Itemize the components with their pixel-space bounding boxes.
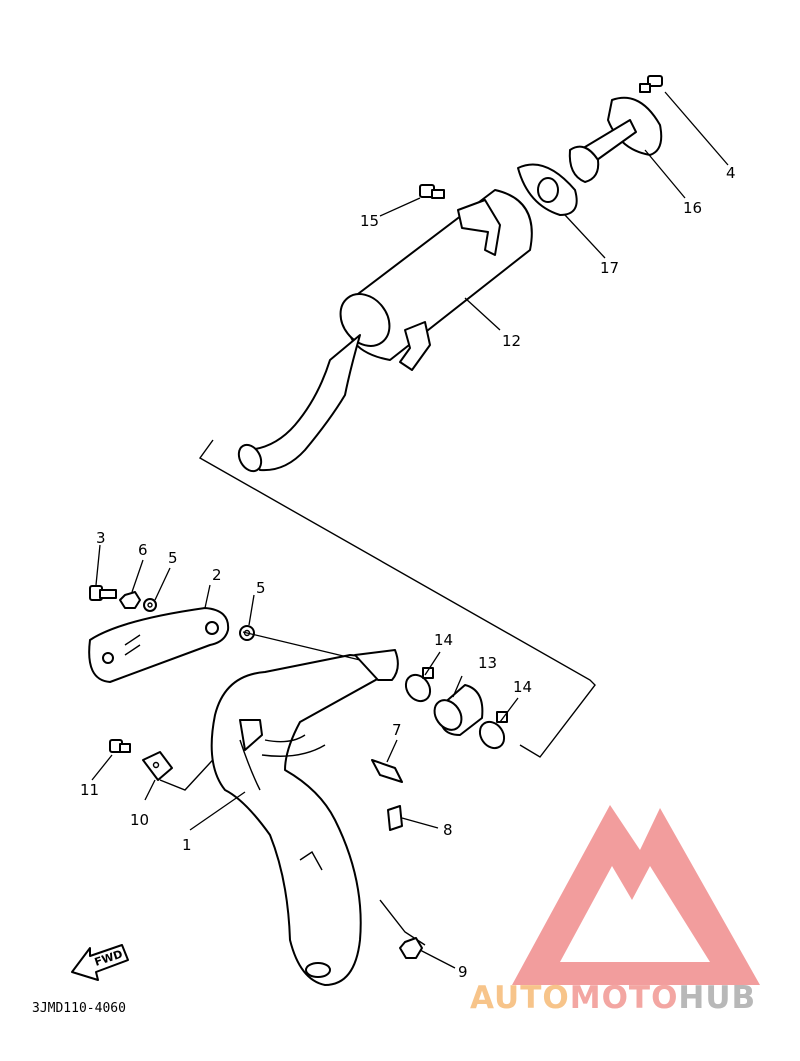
expansion-chamber-part: [210, 649, 399, 986]
watermark-moto: MOTO: [570, 980, 679, 1016]
label-part-13: 13: [478, 654, 497, 672]
fwd-arrow-icon: FWD: [71, 944, 129, 981]
diagram-code: 3JMD110-4060: [32, 1001, 126, 1016]
label-part-8: 8: [443, 821, 453, 839]
gasket-part: [517, 163, 578, 216]
label-part-14a: 14: [434, 631, 453, 649]
bracket-10: [142, 751, 173, 781]
bolt-4: [639, 75, 663, 93]
clamp-14a: [404, 667, 434, 703]
label-part-15: 15: [360, 212, 379, 230]
label-part-10: 10: [130, 811, 149, 829]
label-part-1: 1: [182, 836, 192, 854]
washer-5a: [143, 598, 157, 612]
label-part-12: 12: [502, 332, 521, 350]
spark-arrester-part: [568, 96, 663, 183]
label-part-9: 9: [458, 963, 468, 981]
label-part-3: 3: [96, 529, 106, 547]
spring-8: [387, 805, 403, 831]
label-part-16: 16: [683, 199, 702, 217]
watermark-text: AUTOMOTOHUB: [470, 980, 756, 1016]
bolt-15: [419, 184, 445, 199]
label-part-4: 4: [726, 164, 736, 182]
part-labels: 1 2 3 4 5 5 6 7 8 9 10 11 12 13 14 14 15…: [80, 164, 736, 981]
label-part-5b: 5: [256, 579, 266, 597]
watermark-auto: AUTO: [470, 980, 570, 1016]
watermark-logo: [512, 805, 760, 985]
label-part-6: 6: [138, 541, 148, 559]
leader-lines: [91, 91, 729, 969]
nut-9: [399, 937, 423, 959]
watermark-hub: HUB: [678, 980, 756, 1016]
spring-7: [371, 759, 403, 783]
joint-13: [433, 684, 484, 736]
bracket-part: [88, 607, 230, 683]
label-part-17: 17: [600, 259, 619, 277]
label-part-2: 2: [212, 566, 222, 584]
bolt-3: [89, 585, 117, 601]
clamp-14b: [478, 711, 508, 750]
label-part-7: 7: [392, 721, 402, 739]
label-part-5a: 5: [168, 549, 178, 567]
nut-6: [119, 591, 141, 609]
label-part-14b: 14: [513, 678, 532, 696]
bolt-11: [109, 739, 131, 753]
label-part-11: 11: [80, 781, 99, 799]
muffler-part: [237, 189, 533, 473]
